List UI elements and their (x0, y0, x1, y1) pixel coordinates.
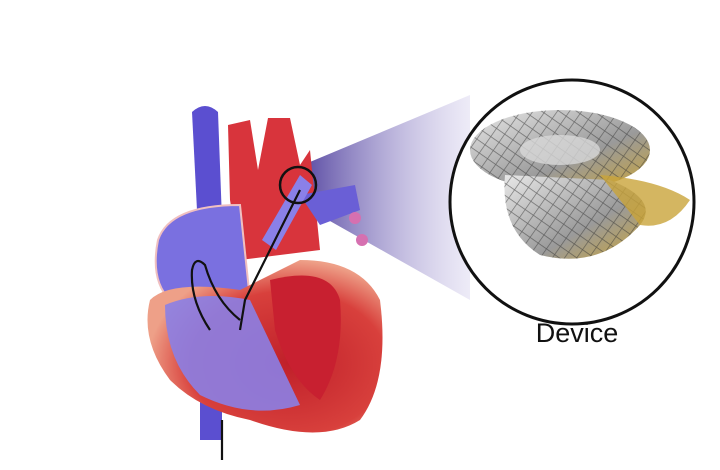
pulmonary-artery (300, 185, 360, 225)
catheter-sheath (262, 175, 312, 250)
device-label: Device (535, 318, 619, 348)
magnification-beam (298, 95, 470, 300)
left-ventricle (270, 275, 341, 400)
superior-vena-cava (192, 106, 222, 230)
catheter-wire (190, 189, 301, 460)
occluder-device (470, 110, 690, 259)
aorta (228, 118, 320, 260)
right-atrium (154, 203, 252, 301)
device-location-marker (278, 165, 318, 205)
right-ventricle (165, 296, 300, 411)
